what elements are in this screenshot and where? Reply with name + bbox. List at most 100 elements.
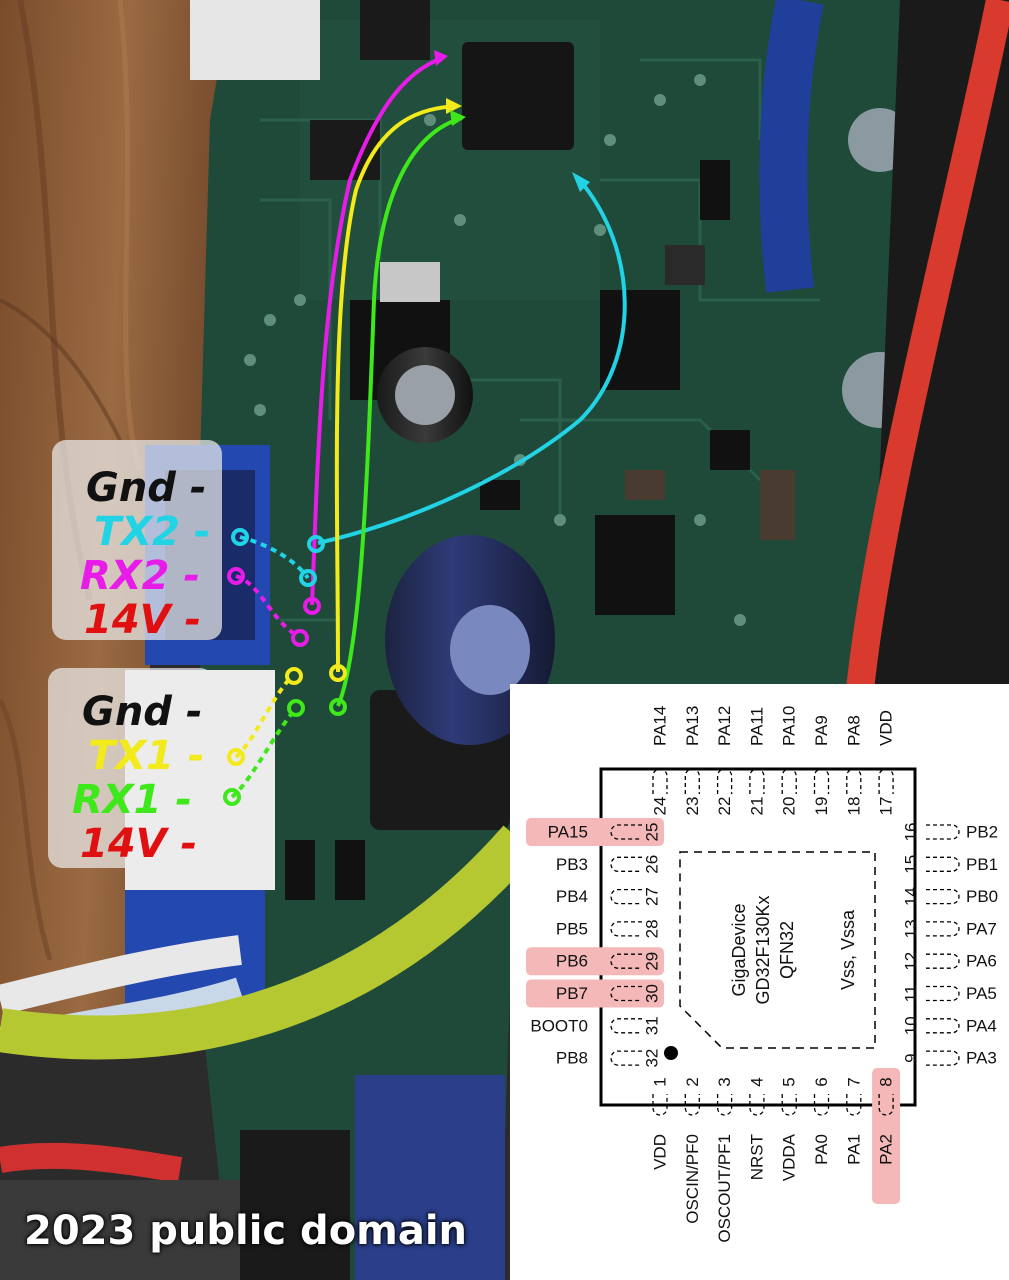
pin-name-pa15: PA15: [548, 823, 588, 842]
pin-pad-16: [926, 824, 960, 840]
connector2-14v-label: 14V -: [84, 597, 202, 643]
pin-pad-26: [610, 856, 642, 872]
pin-number-3: 3: [715, 1077, 734, 1086]
pin-pad-27: [610, 888, 642, 905]
pin-number-2: 2: [683, 1077, 702, 1086]
pin-number-16: 16: [902, 823, 921, 842]
pin-name-pb5: PB5: [556, 919, 588, 938]
connector2-gnd-label: Gnd -: [86, 465, 207, 511]
tx2-trace: [317, 176, 627, 545]
pin-name-top-pa14: PA14: [651, 706, 670, 746]
rx2-trace: [310, 56, 443, 606]
rx1-arrowhead: [450, 110, 466, 126]
pin-name-top-pa8: PA8: [844, 715, 863, 746]
pin-pad-13: [926, 921, 960, 937]
pin-pad-14: [926, 888, 960, 905]
pin-name-top-pa9: PA9: [812, 715, 831, 746]
pin-number-17: 17: [877, 797, 896, 816]
pin-number-27: 27: [643, 887, 662, 906]
pin-pad-1: [652, 1094, 668, 1116]
exposed-pad-label: Vss, Vssa: [838, 909, 858, 990]
connector2-label-box: [52, 440, 222, 640]
pin-name-top-pa13: PA13: [683, 706, 702, 746]
pin-name-pa7: PA7: [966, 919, 997, 938]
pin-number-19: 19: [812, 797, 831, 816]
tx1-link: [234, 674, 294, 759]
pin-name-bottom-oscin-pf0: OSCIN/PF0: [683, 1134, 702, 1224]
pin-pad-17: [878, 768, 894, 794]
pin-number-13: 13: [902, 919, 921, 938]
pin-pad-32: [610, 1050, 642, 1066]
pin-number-31: 31: [643, 1016, 662, 1035]
pin-name-bottom-pa1: PA1: [844, 1134, 863, 1165]
pin-pad-2: [684, 1094, 700, 1116]
pin-name-top-pa12: PA12: [715, 706, 734, 746]
rx1-link: [230, 706, 298, 799]
pin-name-bottom-oscout-pf1: OSCOUT/PF1: [715, 1134, 734, 1243]
pin-pad-30: [610, 985, 642, 1002]
pin-number-23: 23: [683, 797, 702, 816]
pin-number-29: 29: [643, 952, 662, 971]
pin-number-25: 25: [643, 823, 662, 842]
pin-pad-29: [610, 953, 642, 969]
pin-pad-10: [926, 1018, 960, 1034]
pin-number-21: 21: [747, 797, 766, 816]
pin-number-32: 32: [643, 1049, 662, 1068]
tx1-trace: [334, 104, 459, 673]
pin-number-7: 7: [844, 1077, 863, 1086]
pin-pad-24: [652, 768, 668, 794]
pin-name-bottom-pa2: PA2: [877, 1134, 896, 1165]
pin-name-bottom-vdd: VDD: [651, 1134, 670, 1170]
pin-name-pb6: PB6: [556, 952, 588, 971]
pin-pad-7: [846, 1094, 862, 1116]
rx1-trace: [336, 116, 463, 707]
pin-number-12: 12: [902, 952, 921, 971]
pin-pad-25: [610, 824, 642, 840]
pin-name-bottom-pa0: PA0: [812, 1134, 831, 1165]
pin-pad-19: [813, 768, 830, 794]
pin1-dot: [664, 1046, 678, 1060]
pin-pad-31: [610, 1018, 642, 1034]
pin-pad-23: [684, 768, 700, 794]
pin-number-30: 30: [643, 984, 662, 1003]
pin-number-4: 4: [747, 1077, 766, 1086]
pin-name-pa4: PA4: [966, 1016, 997, 1035]
pin-number-8: 8: [877, 1077, 896, 1086]
pin-number-5: 5: [780, 1077, 799, 1086]
pin-name-top-pa10: PA10: [780, 706, 799, 746]
pin-pad-18: [846, 768, 862, 794]
rx2-arrowhead: [434, 50, 448, 66]
pin-number-28: 28: [643, 919, 662, 938]
pin-name-bottom-nrst: NRST: [747, 1134, 766, 1180]
pin-number-18: 18: [844, 797, 863, 816]
chip-part-number: GD32F130Kx: [753, 895, 773, 1004]
tx2-arrowhead: [572, 172, 590, 192]
pin-pad-21: [749, 768, 765, 794]
pin-name-pb3: PB3: [556, 855, 588, 874]
connector1-label-box: [48, 668, 214, 868]
pin-number-10: 10: [902, 1016, 921, 1035]
pin-pad-3: [716, 1094, 733, 1116]
pin-number-15: 15: [902, 855, 921, 874]
connector2-rx-label: RX2 -: [80, 553, 200, 599]
credit-text: 2023 public domain: [24, 1208, 468, 1254]
connector1-rx-label: RX1 -: [72, 777, 192, 823]
pin-number-11: 11: [902, 985, 921, 1003]
chip-package: QFN32: [777, 921, 797, 979]
pin-name-pa5: PA5: [966, 984, 997, 1003]
pin-name-boot0: BOOT0: [530, 1016, 588, 1035]
pin-number-20: 20: [780, 797, 799, 816]
pin-pad-9: [926, 1050, 960, 1066]
rx2-link: [235, 574, 300, 638]
pin-pad-22: [716, 768, 733, 794]
pin-pad-12: [926, 953, 960, 969]
exposed-pad: [679, 851, 876, 1049]
pin-name-pa6: PA6: [966, 952, 997, 971]
pin-number-24: 24: [651, 797, 670, 816]
chip-vendor: GigaDevice: [729, 903, 749, 996]
pin-pad-15: [926, 856, 960, 872]
pin-name-pb1: PB1: [966, 855, 998, 874]
pin-number-14: 14: [902, 887, 921, 906]
connector1-14v-label: 14V -: [80, 821, 198, 867]
